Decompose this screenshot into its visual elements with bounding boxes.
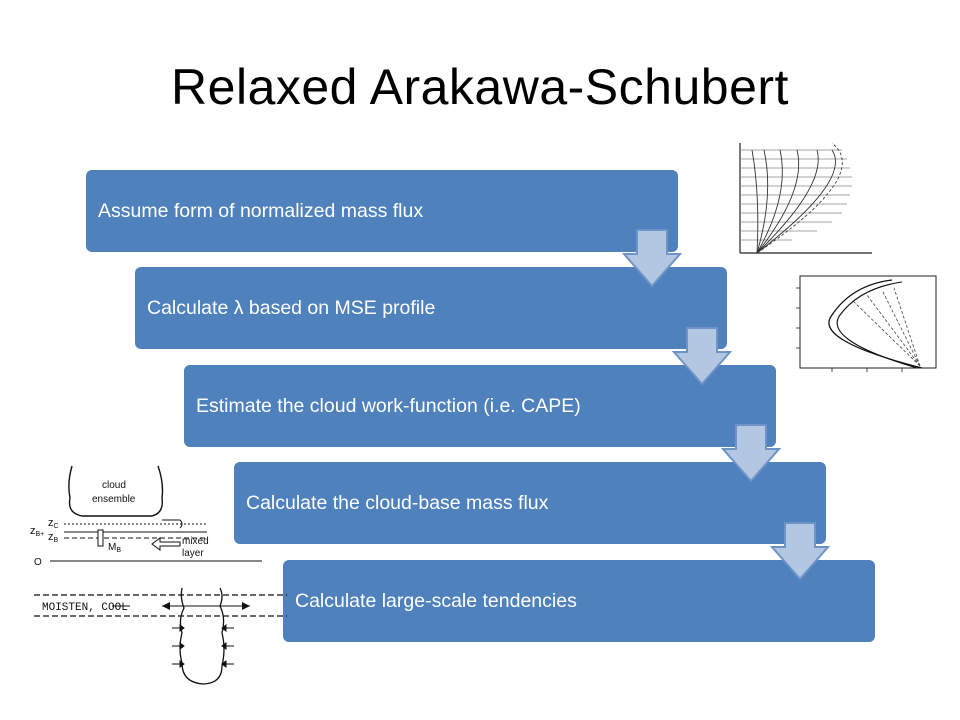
svg-text:zB: zB xyxy=(48,531,59,544)
step-calculate-large-scale-tendencies: Calculate large-scale tendencies xyxy=(283,560,875,642)
down-arrow-icon xyxy=(770,522,830,581)
svg-text:zC: zC xyxy=(48,517,59,530)
down-arrow-icon xyxy=(622,229,682,288)
moisten-cool-label: MOISTEN, COOL xyxy=(42,602,128,614)
zb-subscript: B xyxy=(54,537,59,544)
down-arrow-icon xyxy=(672,327,732,386)
step-estimate-cloud-work-function: Estimate the cloud work-function (i.e. C… xyxy=(184,365,776,447)
ensemble-label: ensemble xyxy=(92,494,136,505)
step-label: Assume form of normalized mass flux xyxy=(98,200,424,222)
step-label: Calculate large-scale tendencies xyxy=(295,590,577,612)
step-calculate-lambda: Calculate λ based on MSE profile xyxy=(135,267,727,349)
zb-label: z xyxy=(48,531,54,543)
mse-profile-figure xyxy=(796,275,937,372)
step-label: Calculate the cloud-base mass flux xyxy=(246,492,549,514)
mass-flux-profile-figure xyxy=(739,142,872,254)
zero-label: O xyxy=(34,557,42,568)
svg-text:zB+: zB+ xyxy=(30,525,44,538)
cloud-ensemble-schematic: cloud ensemble zB+ zC zB MB mixed layer … xyxy=(30,465,287,685)
mixed-label: mixed xyxy=(182,536,209,547)
step-assume-mass-flux: Assume form of normalized mass flux xyxy=(86,170,678,252)
cloud-label: cloud xyxy=(102,480,126,491)
layer-label: layer xyxy=(182,548,204,559)
step-calculate-cloud-base-mass-flux: Calculate the cloud-base mass flux xyxy=(234,462,826,544)
step-label: Calculate λ based on MSE profile xyxy=(147,297,436,319)
zb-plus-subscript: B+ xyxy=(36,531,45,538)
mb-label: M xyxy=(108,542,116,553)
zb-plus-label: z xyxy=(30,525,36,537)
mb-subscript: B xyxy=(116,547,121,554)
svg-text:MB: MB xyxy=(108,542,121,554)
page-title: Relaxed Arakawa-Schubert xyxy=(171,59,789,115)
down-arrow-icon xyxy=(721,424,781,483)
zc-label: z xyxy=(48,517,54,529)
step-label: Estimate the cloud work-function (i.e. C… xyxy=(196,395,581,417)
zc-subscript: C xyxy=(54,523,59,530)
